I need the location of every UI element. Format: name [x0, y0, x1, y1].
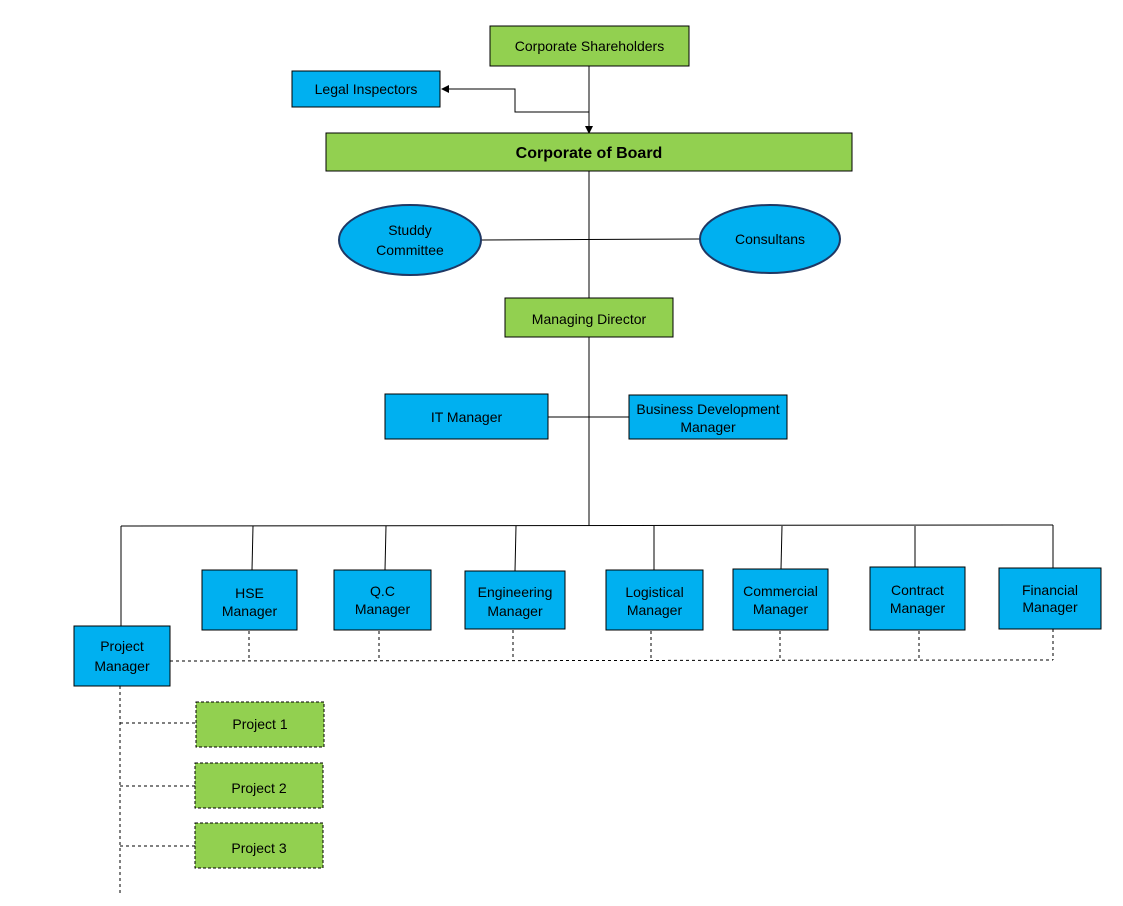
node-label-line1: Commercial	[743, 583, 818, 599]
node-project-1[interactable]: Project 1	[195, 701, 325, 748]
drop-qc	[384, 525, 387, 571]
drop-com	[780, 525, 783, 570]
node-label-line2: Manager	[627, 602, 683, 618]
node-study-committee[interactable]: Studdy Committee	[338, 204, 482, 276]
node-label: Managing Director	[532, 311, 647, 327]
node-qc-manager[interactable]: Q.C Manager	[333, 569, 432, 631]
node-label-line2: Manager	[94, 658, 150, 674]
node-label-line2: Manager	[222, 603, 278, 619]
connector-to-legal	[441, 85, 589, 113]
node-commercial-manager[interactable]: Commercial Manager	[732, 568, 829, 631]
node-legal-inspectors[interactable]: Legal Inspectors	[291, 70, 441, 108]
node-label-line1: Engineering	[478, 584, 553, 600]
node-board[interactable]: Corporate of Board	[325, 132, 853, 172]
node-label-line2: Manager	[1022, 599, 1078, 615]
node-label: IT Manager	[431, 409, 503, 425]
node-it-manager[interactable]: IT Manager	[384, 393, 549, 440]
node-label: Corporate of Board	[516, 145, 663, 162]
node-consultants[interactable]: Consultans	[699, 204, 841, 274]
node-label-line1: Project	[100, 638, 144, 654]
connector-study-consultants	[480, 238, 701, 241]
node-project-2[interactable]: Project 2	[194, 762, 324, 809]
node-project-3[interactable]: Project 3	[194, 822, 324, 869]
node-label-line2: Manager	[680, 419, 736, 435]
node-label-line1: Q.C	[370, 583, 395, 599]
node-label-line1: Business Development	[636, 401, 779, 417]
node-financial-manager[interactable]: Financial Manager	[998, 567, 1102, 630]
node-label: Project 2	[231, 780, 286, 796]
node-shareholders[interactable]: Corporate Shareholders	[489, 25, 690, 67]
node-hse-manager[interactable]: HSE Manager	[201, 569, 298, 631]
node-label-line1: HSE	[235, 585, 264, 601]
node-managing-director[interactable]: Managing Director	[504, 297, 674, 338]
node-label: Project 3	[231, 840, 286, 856]
dashed-connectors	[119, 629, 1054, 893]
node-label: Legal Inspectors	[315, 81, 418, 97]
bus-line	[120, 524, 1054, 527]
node-label-line2: Manager	[487, 603, 543, 619]
node-label-line1: Contract	[891, 582, 944, 598]
node-label-line2: Manager	[355, 601, 411, 617]
node-logistical-manager[interactable]: Logistical Manager	[605, 569, 704, 631]
node-label-line2: Committee	[376, 242, 444, 258]
node-label: Corporate Shareholders	[515, 38, 664, 54]
node-engineering-manager[interactable]: Engineering Manager	[464, 570, 566, 630]
connectors	[120, 66, 1054, 626]
drop-hse	[251, 525, 254, 571]
node-label-line1: Logistical	[625, 584, 683, 600]
node-label-line2: Manager	[753, 601, 809, 617]
node-label-line2: Manager	[890, 600, 946, 616]
node-label-line1: Financial	[1022, 582, 1078, 598]
node-business-development[interactable]: Business Development Manager	[628, 394, 788, 440]
node-label-line1: Studdy	[388, 222, 432, 238]
node-label: Consultans	[735, 231, 805, 247]
drop-eng	[514, 525, 517, 572]
dashed-bus	[169, 659, 1054, 662]
node-contract-manager[interactable]: Contract Manager	[869, 566, 966, 631]
node-project-manager[interactable]: Project Manager	[73, 625, 171, 687]
node-label: Project 1	[232, 716, 287, 732]
